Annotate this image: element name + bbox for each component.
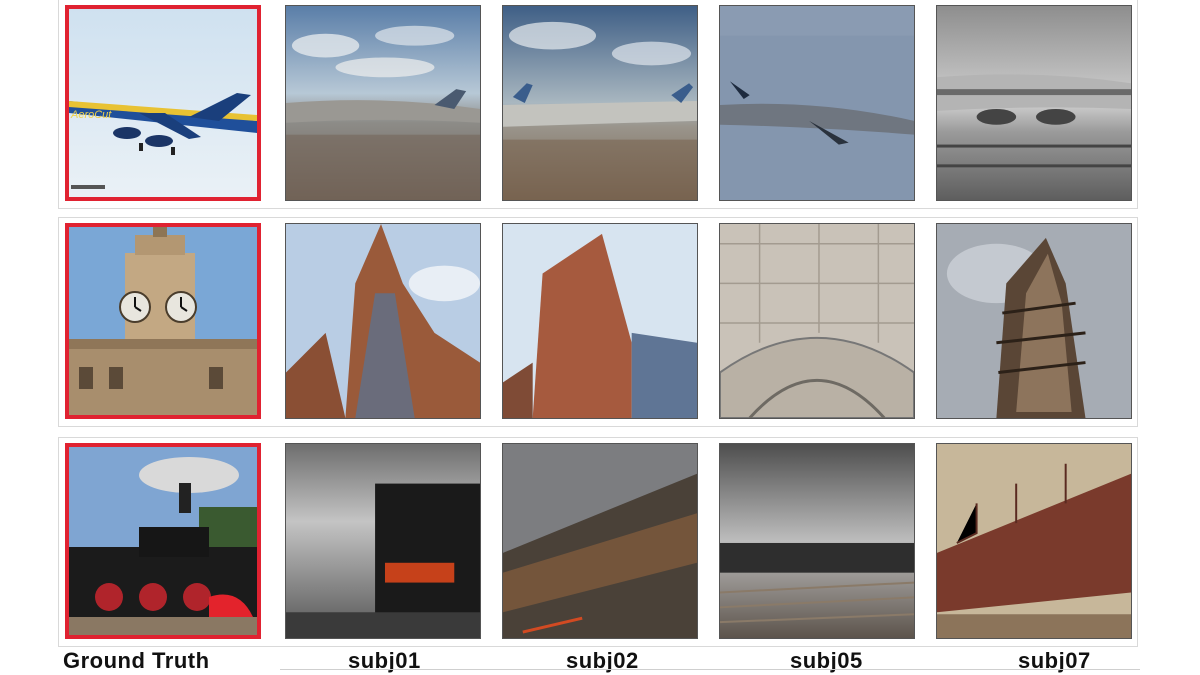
reconstruction-subj02-clock-tower (502, 223, 698, 419)
reconstruction-subj01-clock-tower (285, 223, 481, 419)
ground-truth-clock-tower-image (65, 223, 261, 419)
reconstruction-subj07-clock-tower (936, 223, 1132, 419)
reconstruction-subj02-airplane (502, 5, 698, 201)
column-label-subj05: subj05 (790, 648, 863, 673)
reconstruction-subj02-locomotive (502, 443, 698, 639)
reconstruction-subj01-airplane (285, 5, 481, 201)
reconstruction-subj07-airplane (936, 5, 1132, 201)
column-label-subj02: subj02 (566, 648, 639, 673)
ground-truth-locomotive-image (65, 443, 261, 639)
ground-truth-airplane-image: AeroCut (65, 5, 261, 201)
reconstruction-subj01-locomotive (285, 443, 481, 639)
reconstruction-subj05-locomotive (719, 443, 915, 639)
reconstruction-subj05-clock-tower (719, 223, 915, 419)
reconstruction-subj05-airplane (719, 5, 915, 201)
column-label-subj01: subj01 (348, 648, 421, 673)
column-label-subj07: subj07 (1018, 648, 1091, 673)
row-steam-locomotive (58, 437, 1138, 647)
column-label-ground-truth: Ground Truth (63, 648, 210, 673)
airline-logo-text: AeroCut (70, 109, 112, 121)
label-divider (280, 669, 1140, 670)
row-clock-tower (58, 217, 1138, 427)
reconstruction-subj07-locomotive (936, 443, 1132, 639)
row-airplane: AeroCut (58, 0, 1138, 209)
